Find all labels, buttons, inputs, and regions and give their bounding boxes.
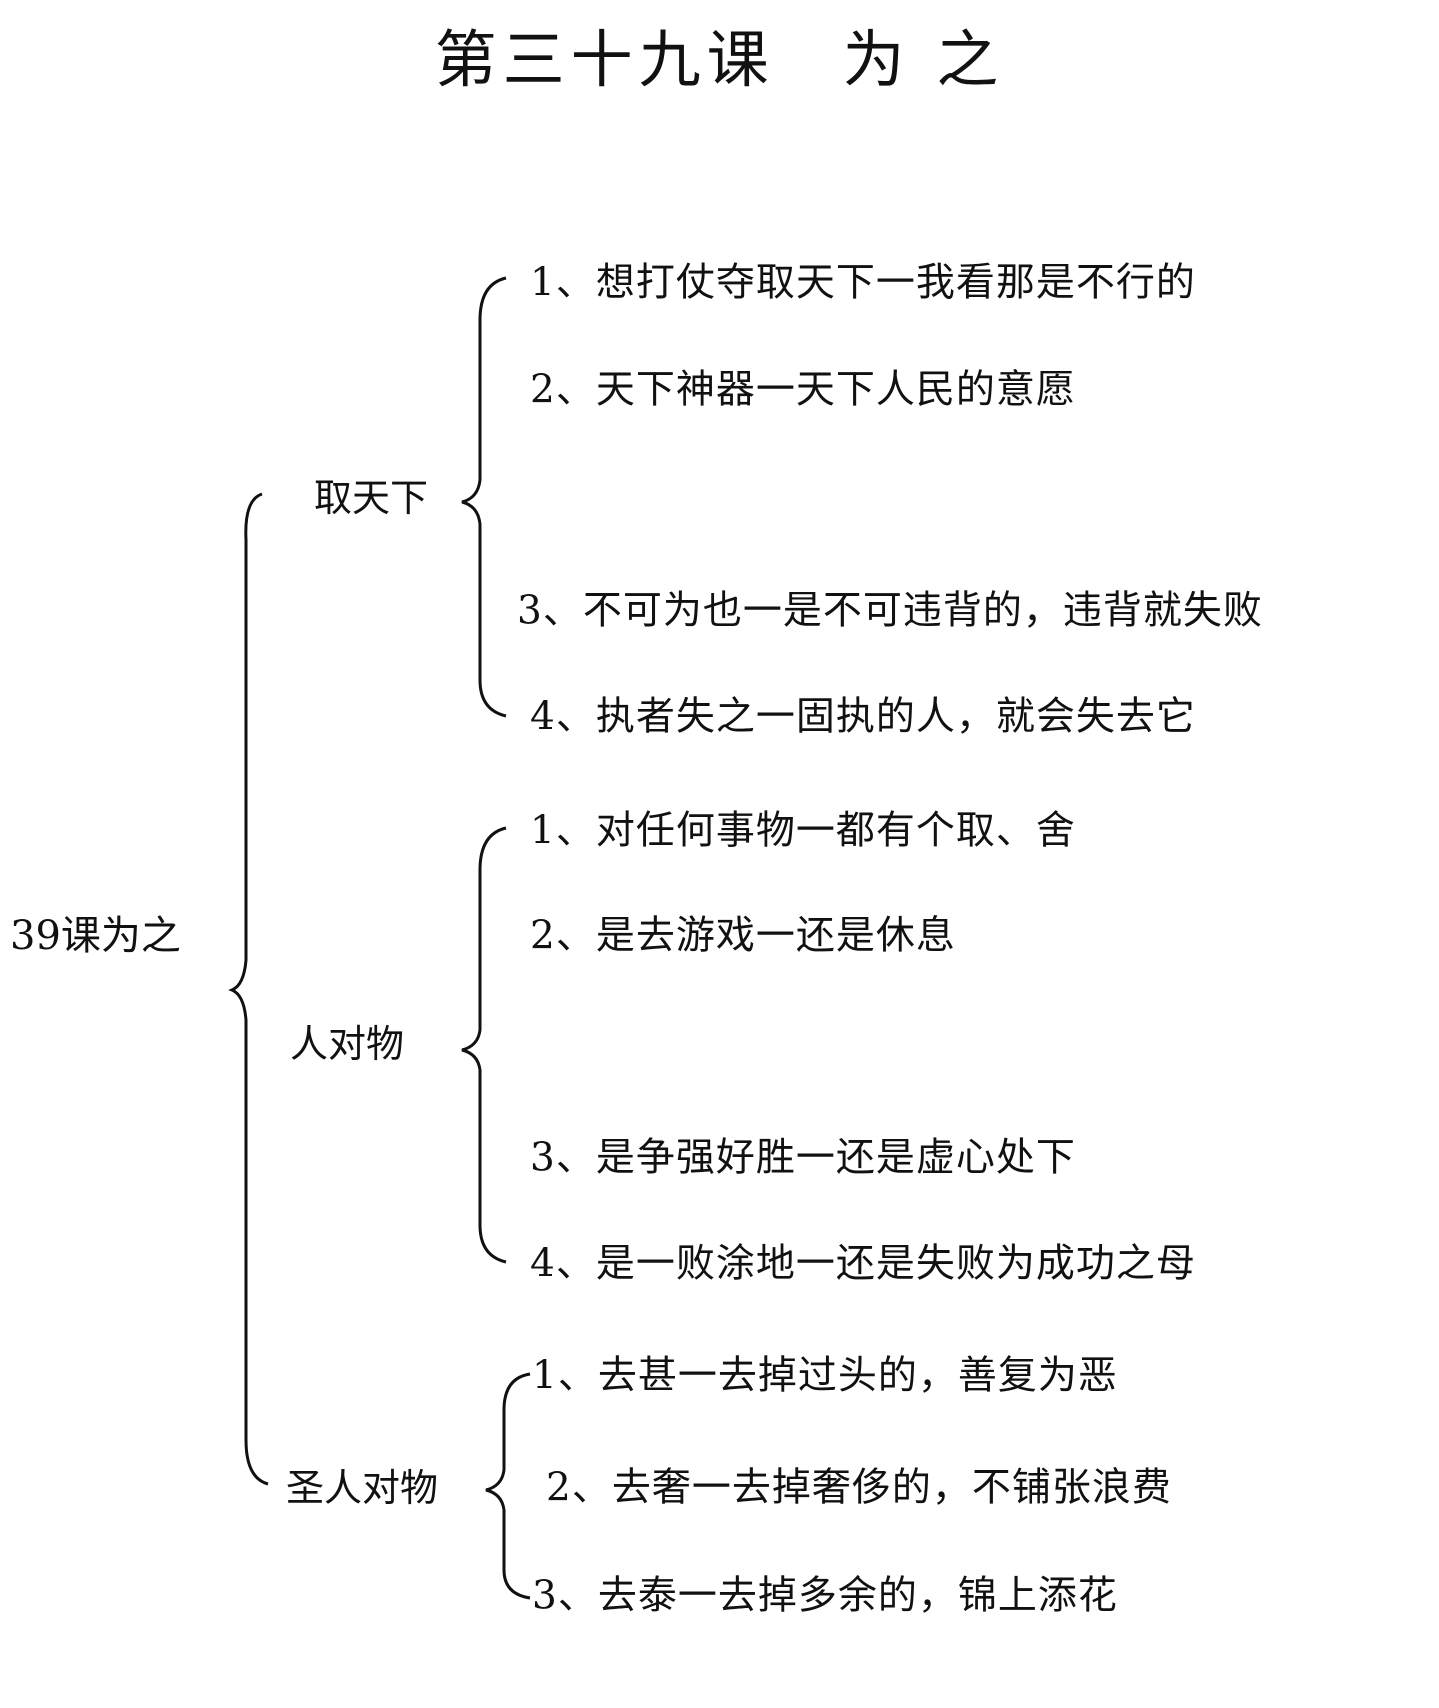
list-item: 2、去奢一去掉奢侈的，不铺张浪费 xyxy=(546,1465,1172,1511)
list-item: 3、不可为也一是不可违背的，违背就失败 xyxy=(517,588,1263,634)
branch-1-brace xyxy=(461,276,507,718)
branch-2-label: 人对物 xyxy=(290,1022,405,1066)
branch-2-brace xyxy=(461,826,507,1264)
page-title: 第三十九课 为 之 xyxy=(434,23,1005,96)
list-item: 1、去甚一去掉过头的，善复为恶 xyxy=(532,1353,1118,1399)
list-item: 1、想打仗夺取天下一我看那是不行的 xyxy=(530,260,1196,306)
list-item: 4、执者失之一固执的人，就会失去它 xyxy=(530,694,1196,740)
list-item: 3、去泰一去掉多余的，锦上添花 xyxy=(532,1573,1118,1619)
list-item: 1、对任何事物一都有个取、舍 xyxy=(530,808,1076,854)
branch-1-label: 取天下 xyxy=(314,476,429,520)
branch-3-label: 圣人对物 xyxy=(286,1466,439,1510)
list-item: 2、天下神器一天下人民的意愿 xyxy=(530,367,1076,413)
list-item: 3、是争强好胜一还是虚心处下 xyxy=(530,1135,1076,1181)
branch-3-brace xyxy=(485,1372,531,1600)
root-node: 39课为之 xyxy=(10,913,181,959)
root-brace xyxy=(228,492,269,1486)
list-item: 2、是去游戏一还是休息 xyxy=(530,913,956,959)
list-item: 4、是一败涂地一还是失败为成功之母 xyxy=(530,1241,1196,1287)
